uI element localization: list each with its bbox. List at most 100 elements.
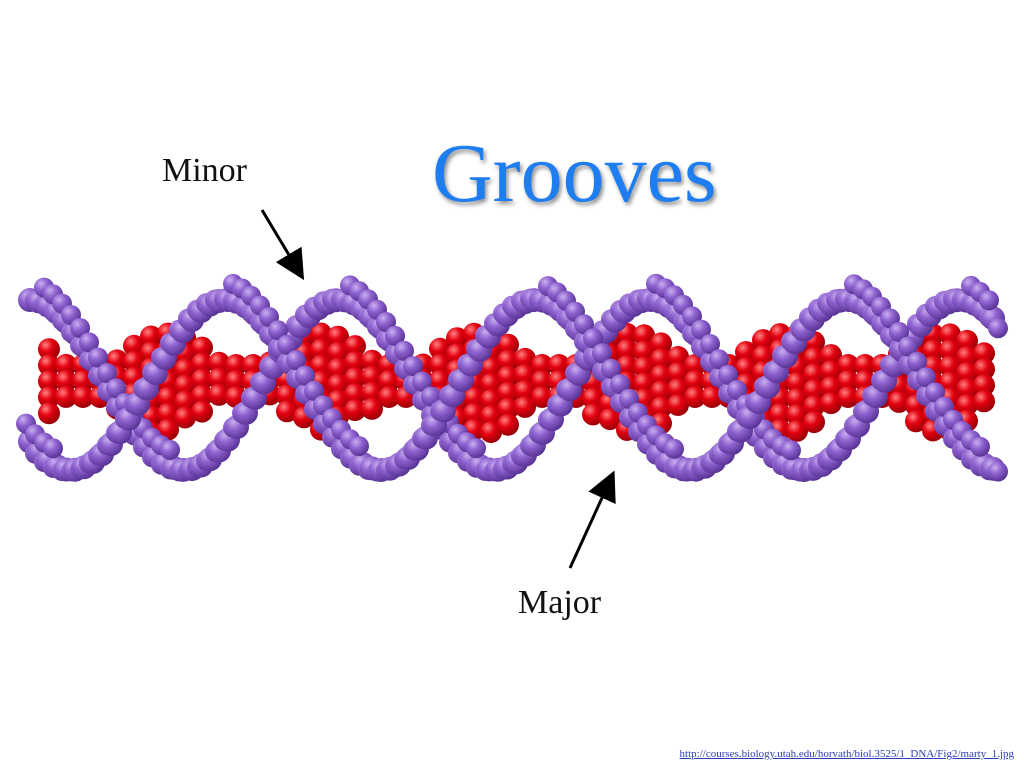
- base-atom: [55, 369, 77, 392]
- base-atom: [242, 354, 264, 376]
- base-atom: [174, 374, 196, 397]
- backbone-atom: [781, 440, 801, 461]
- base-atom: [701, 386, 723, 408]
- base-atom: [633, 372, 655, 395]
- base-atom: [684, 370, 706, 392]
- backbone-atom: [691, 319, 711, 340]
- base-atom: [820, 376, 842, 399]
- base-atom: [667, 362, 689, 384]
- minor-groove-arrow: [260, 209, 305, 281]
- base-atom: [123, 334, 145, 357]
- base-atom: [378, 386, 400, 408]
- base-atom: [480, 421, 502, 443]
- base-atom: [38, 338, 60, 361]
- base-atom: [582, 403, 604, 426]
- backbone-atom: [286, 350, 306, 371]
- base-atom: [803, 347, 825, 370]
- base-atom: [956, 345, 978, 368]
- base-atom: [956, 377, 978, 400]
- backbone-atom: [466, 438, 486, 459]
- base-atom: [55, 353, 77, 376]
- base-atom: [463, 402, 485, 425]
- base-atom: [667, 346, 689, 368]
- base-atom: [922, 339, 944, 362]
- base-atom: [803, 395, 825, 418]
- base-atom: [973, 358, 995, 381]
- backbone-atom: [295, 365, 315, 386]
- base-atom: [548, 354, 570, 376]
- base-atom: [378, 370, 400, 392]
- base-atom: [344, 351, 366, 374]
- base-atom: [514, 379, 536, 402]
- backbone-atom: [970, 436, 990, 457]
- backbone-atom: [907, 351, 927, 372]
- base-atom: [820, 360, 842, 383]
- base-atom: [344, 399, 366, 422]
- backbone-atom: [592, 343, 612, 364]
- base-atom: [939, 355, 961, 378]
- backbone-atom: [97, 363, 117, 383]
- base-atom: [327, 357, 349, 380]
- base-atom: [837, 386, 859, 408]
- base-atom: [157, 418, 179, 441]
- slide-title: Grooves: [432, 127, 717, 220]
- base-atom: [531, 370, 553, 392]
- backbone-atom: [43, 438, 63, 459]
- backbone-atom: [304, 380, 324, 401]
- base-atom: [463, 386, 485, 409]
- base-atom: [497, 413, 519, 436]
- minor-groove-label: Minor: [162, 152, 247, 189]
- base-atom: [344, 335, 366, 358]
- base-atom: [820, 344, 842, 367]
- base-atom: [531, 354, 553, 376]
- base-atom: [361, 365, 383, 388]
- base-atom: [786, 371, 808, 394]
- image-source-link[interactable]: http://courses.biology.utah.edu/horvath/…: [679, 748, 1014, 760]
- base-atom: [939, 371, 961, 394]
- backbone-atom: [916, 367, 936, 388]
- base-atom: [327, 373, 349, 396]
- base-atom: [854, 354, 876, 376]
- base-atom: [803, 363, 825, 386]
- backbone-atom: [601, 358, 621, 379]
- base-atom: [157, 386, 179, 409]
- base-atom: [361, 349, 383, 372]
- backbone-atom: [727, 380, 747, 400]
- base-atom: [752, 329, 774, 352]
- base-atom: [650, 364, 672, 387]
- base-atom: [429, 337, 451, 360]
- base-atom: [769, 403, 791, 426]
- base-atom: [752, 345, 774, 368]
- base-atom: [327, 341, 349, 364]
- base-atom: [667, 378, 689, 400]
- base-atom: [191, 368, 213, 391]
- backbone-atom: [898, 336, 918, 357]
- base-atom: [514, 363, 536, 386]
- base-atom: [174, 358, 196, 381]
- base-atom: [361, 397, 383, 420]
- backbone-atom: [394, 340, 414, 361]
- base-atom: [633, 324, 655, 347]
- base-atom: [786, 403, 808, 426]
- base-atom: [820, 392, 842, 415]
- base-atom: [956, 393, 978, 416]
- base-atom: [191, 336, 213, 359]
- base-atom: [497, 349, 519, 372]
- backbone-atom: [583, 328, 603, 349]
- backbone-atom: [88, 347, 108, 368]
- base-atom: [497, 365, 519, 388]
- base-atom: [191, 352, 213, 375]
- base-atom: [429, 353, 451, 376]
- base-atom: [650, 380, 672, 403]
- base-atom: [208, 351, 230, 374]
- base-atom: [344, 383, 366, 406]
- base-atom: [939, 323, 961, 346]
- base-atom: [38, 402, 60, 425]
- base-atom: [497, 381, 519, 404]
- backbone-atom: [160, 439, 180, 460]
- backbone-atom: [889, 321, 909, 342]
- base-atom: [225, 370, 247, 392]
- base-atom: [667, 394, 689, 416]
- base-atom: [344, 367, 366, 390]
- base-atom: [480, 389, 502, 411]
